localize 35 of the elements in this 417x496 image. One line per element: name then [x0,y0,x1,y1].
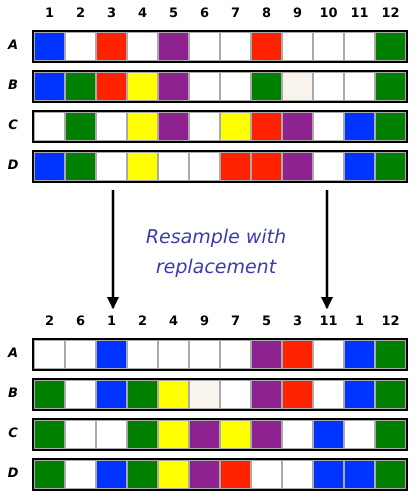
column-number: 11 [318,313,339,331]
column-number: 9 [198,313,210,331]
row-letter: B [7,385,19,403]
column-number: 2 [136,313,148,331]
column-number: 12 [380,313,401,331]
column-number: 3 [106,5,118,23]
annotation-text: Resample with replacement [144,225,288,280]
column-number: 10 [318,5,339,23]
arrow [320,190,334,310]
column-number: 7 [230,313,242,331]
column-number: 11 [349,5,370,23]
column-number: 8 [260,5,272,23]
column-number: 1 [106,313,118,331]
column-number: 12 [380,5,401,23]
column-number: 3 [292,313,304,331]
row-letter: A [6,37,20,55]
column-number: 6 [198,5,210,23]
row-letter: A [6,345,20,363]
arrow [106,190,120,310]
column-number: 1 [354,313,366,331]
column-number: 6 [74,313,86,331]
column-number: 4 [168,313,180,331]
column-number: 1 [44,5,56,23]
column-number: 5 [260,313,272,331]
column-number: 7 [230,5,242,23]
column-number: 5 [168,5,180,23]
column-number: 2 [74,5,86,23]
row-letter: D [6,157,20,175]
row-letter: D [6,465,20,483]
row-letter: C [7,425,19,443]
column-number: 4 [136,5,148,23]
column-number: 9 [292,5,304,23]
row-letter: B [7,77,19,95]
row-letter: C [7,117,19,135]
column-number: 2 [44,313,56,331]
